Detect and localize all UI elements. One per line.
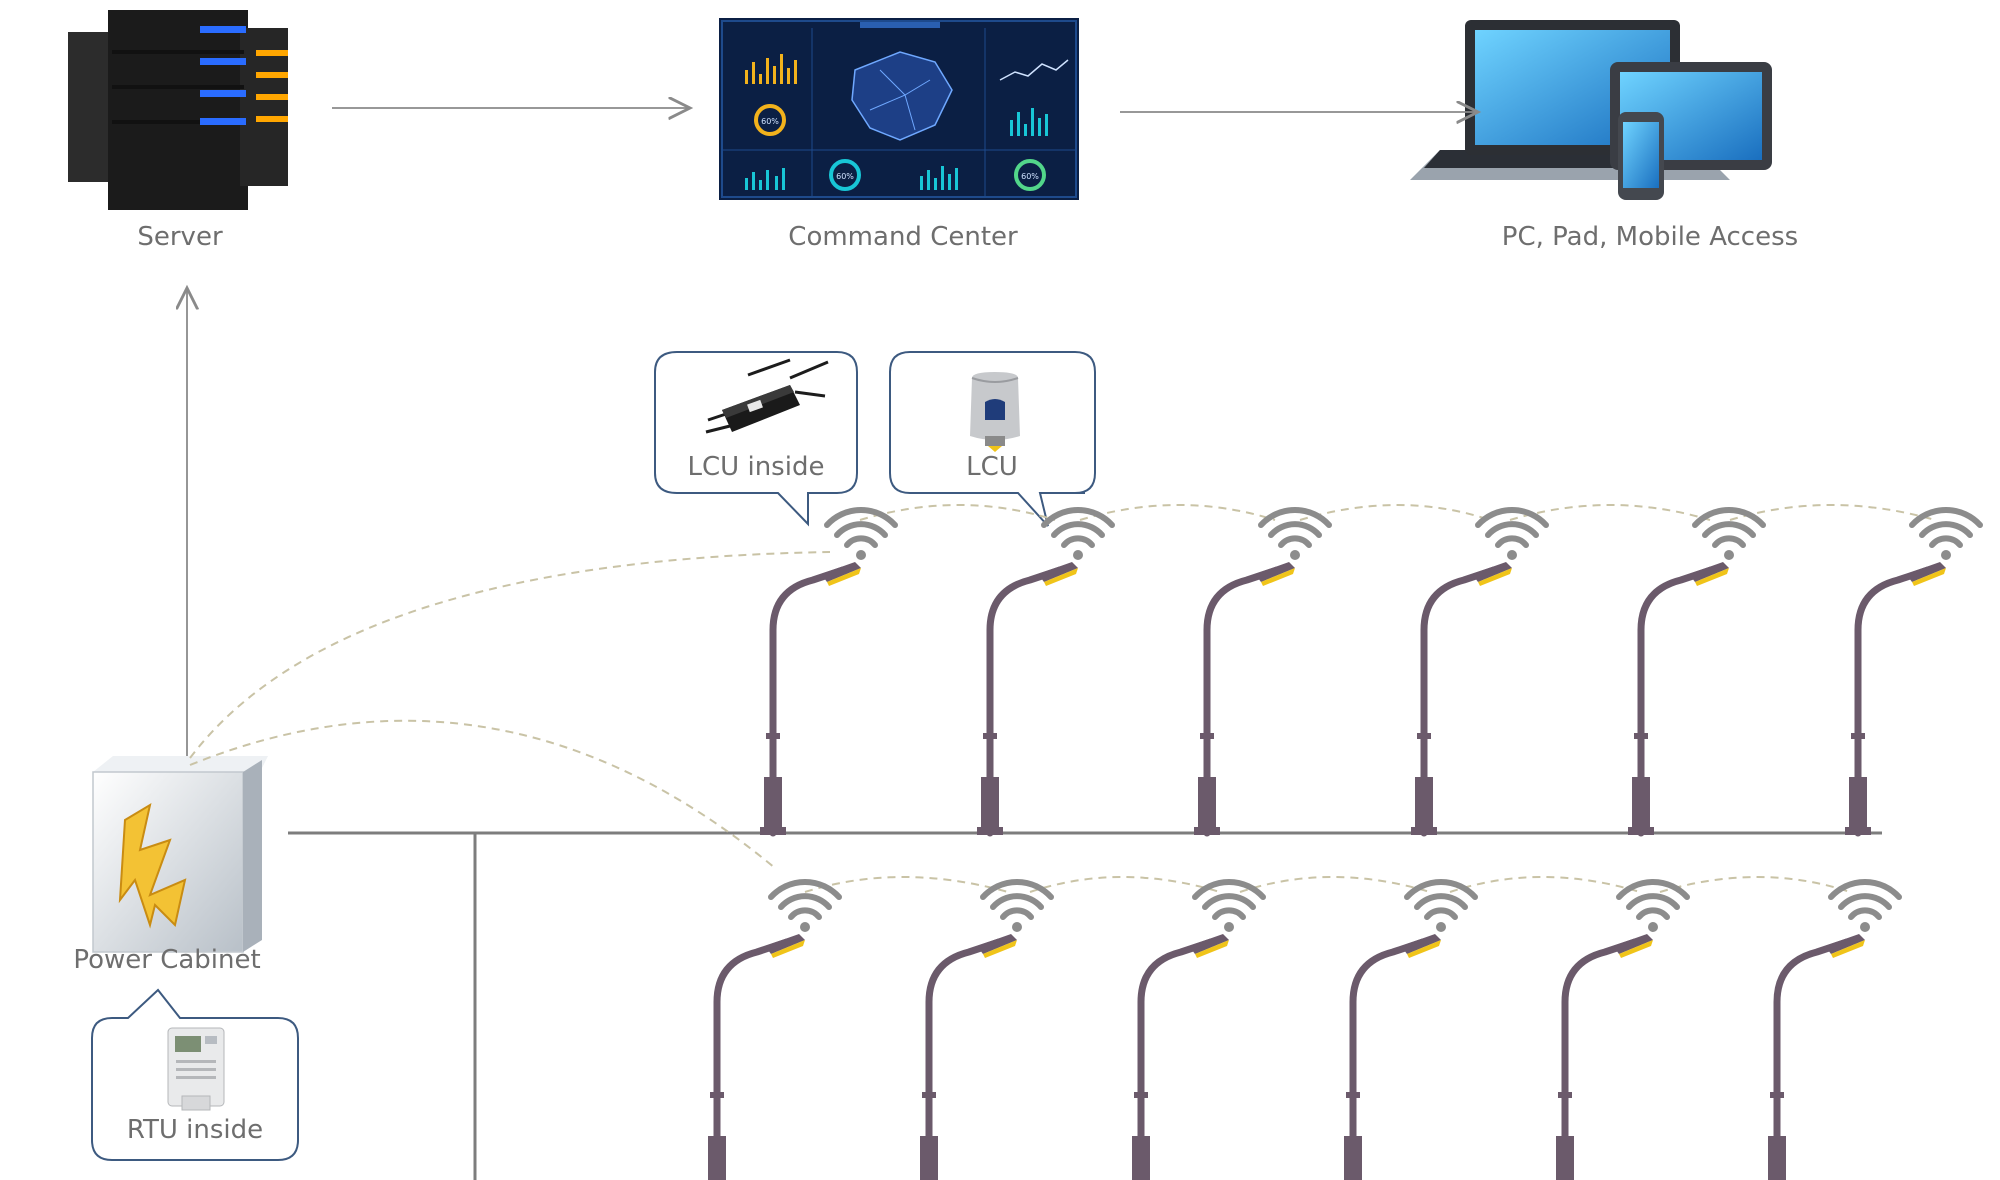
wifi-icon [983,882,1051,932]
wifi-icon [1195,882,1263,932]
street-lamp [1556,882,1687,1180]
lcu-inside-device-icon [705,358,829,434]
callout-rtu-inside [91,988,299,1161]
wifi-icon [1407,882,1475,932]
street-lamp [920,882,1051,1180]
wireless-links [189,504,1936,893]
street-lamp [708,882,839,1180]
power-cabinet-label: Power Cabinet [73,945,261,975]
street-lamp [1768,882,1899,1180]
rtu-inside-label: RTU inside [126,1115,264,1145]
street-lamp [1411,510,1546,837]
lcu-label: LCU [966,452,1018,482]
street-lamp [1132,882,1263,1180]
street-lamp [1194,510,1329,837]
street-lamp [1344,882,1475,1180]
wifi-icon [1261,510,1329,560]
server-label: Server [137,222,223,252]
gauge-1-value: 60% [761,117,779,126]
access-label: PC, Pad, Mobile Access [1501,222,1799,252]
wifi-icon [1831,882,1899,932]
rtu-meter-icon [167,1027,225,1111]
power-wiring [288,831,1882,1180]
wifi-icon [1912,510,1980,560]
lcu-device-icon [970,372,1020,452]
wifi-icon [827,510,895,560]
street-lamp [760,510,895,837]
callout-lcu-inside [654,351,858,527]
callout-lcu [889,351,1096,527]
devices-icon [1410,20,1772,200]
street-lamp [977,510,1112,837]
wifi-icon [771,882,839,932]
command-center-label: Command Center [788,222,1018,252]
gauge-2-value: 60% [836,172,854,181]
dashboard-screen-icon: 60% 60% 60% [719,18,1079,200]
wifi-icon [1695,510,1763,560]
street-lamp [1628,510,1763,837]
server-icon [68,10,288,210]
wifi-icon [1044,510,1112,560]
street-lamp [1845,510,1980,837]
power-cabinet-icon [92,756,268,953]
gauge-3-value: 60% [1021,172,1039,181]
street-lamps [708,510,1980,1180]
lcu-inside-label: LCU inside [687,452,825,482]
wifi-icon [1619,882,1687,932]
wifi-icon [1478,510,1546,560]
